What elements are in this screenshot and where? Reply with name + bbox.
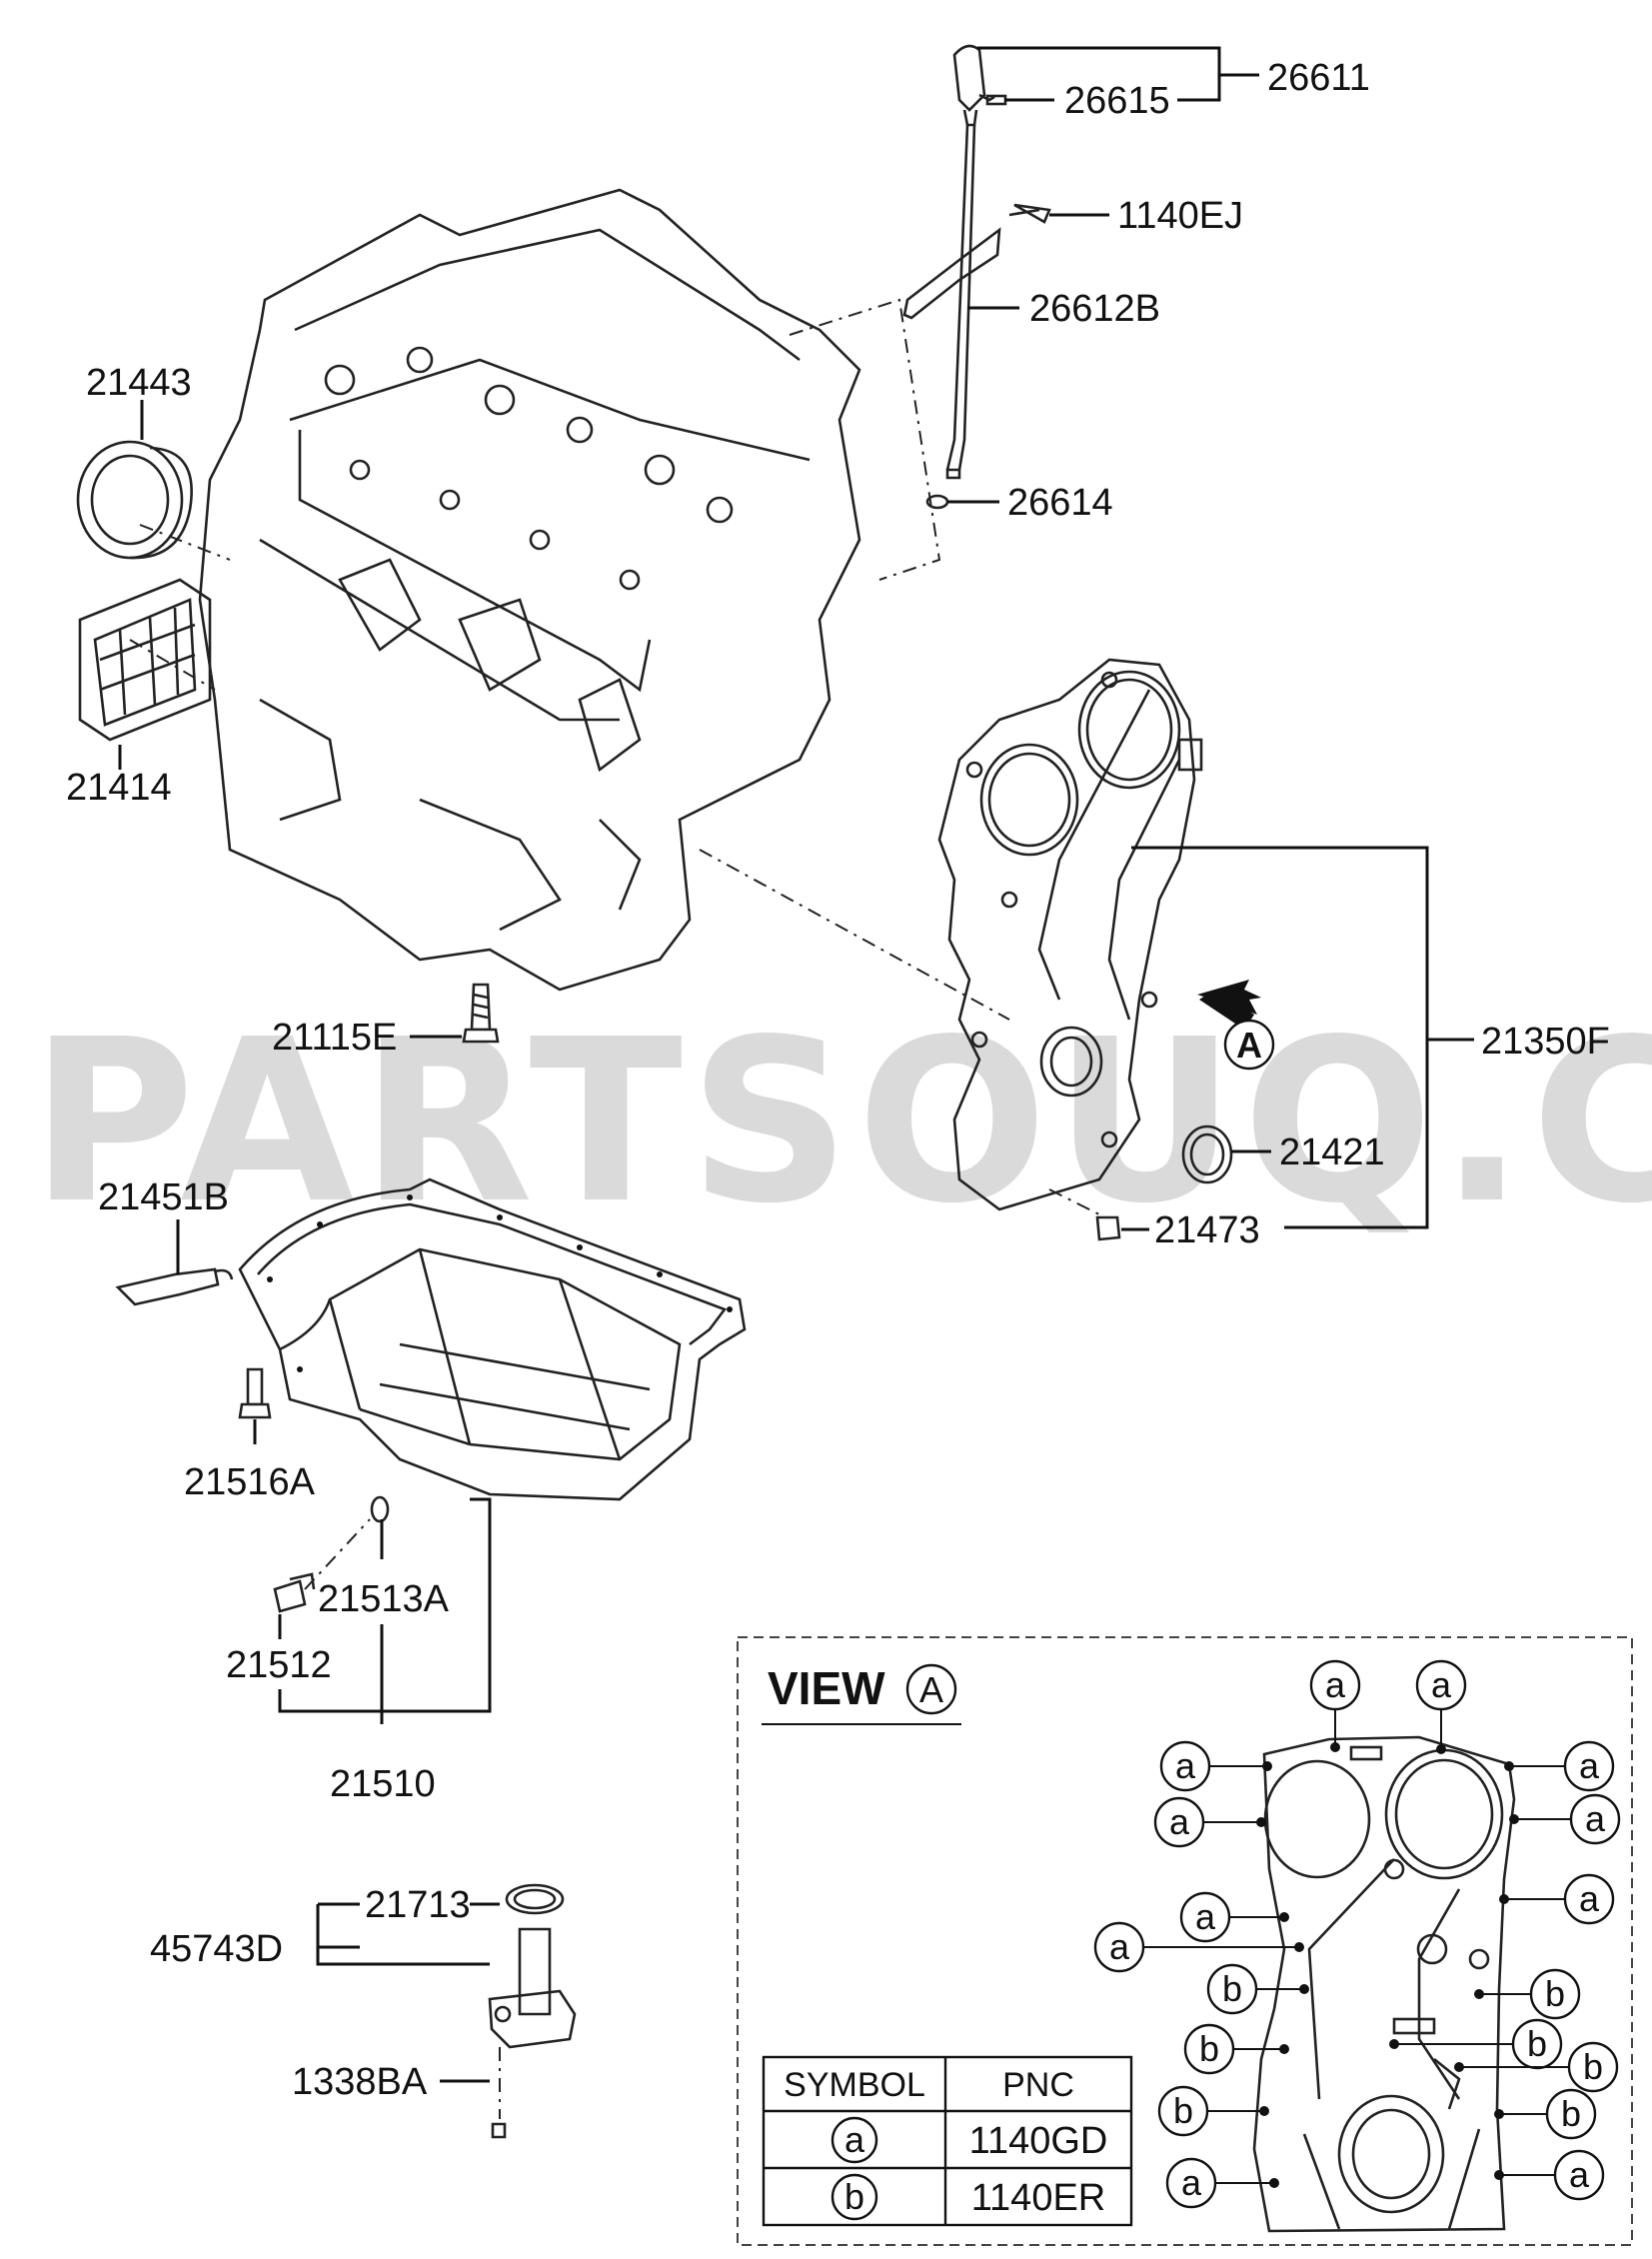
oil-level-gauge — [902, 44, 1051, 510]
callout-a-letter: A — [1236, 1025, 1262, 1066]
label-21516a: 21516A — [184, 1461, 316, 1503]
sym-b-2: b — [1545, 1973, 1565, 2014]
label-21414: 21414 — [66, 767, 172, 809]
watermark: PARTSOUQ.COM — [30, 992, 1652, 1253]
table-row1-pnc: 1140GD — [969, 2120, 1108, 2162]
label-21512: 21512 — [226, 1644, 332, 1686]
sym-a-4: a — [1579, 1745, 1600, 1786]
label-26614: 26614 — [1007, 482, 1113, 524]
timing-chain-cover — [937, 658, 1203, 1211]
table-row1-symbol: a — [844, 2119, 865, 2160]
bolt-21473 — [1095, 1215, 1121, 1241]
bolt-21516a — [238, 1367, 272, 1419]
sym-a-3: a — [1175, 1745, 1196, 1786]
table-header-symbol: SYMBOL — [784, 2066, 925, 2104]
oil-pan — [238, 1177, 747, 1501]
table-row2-pnc: 1140ER — [971, 2177, 1106, 2219]
label-21443: 21443 — [86, 362, 192, 404]
sym-a-1: a — [1325, 1664, 1346, 1705]
sym-b-5: b — [1583, 2046, 1603, 2087]
view-a-callouts: a a a a a a a a a a a b b b b b b b — [1093, 1659, 1621, 2209]
front-oil-seal — [1181, 1125, 1233, 1184]
label-21713: 21713 — [365, 1884, 471, 1926]
label-26611: 26611 — [1267, 57, 1370, 99]
symbol-table: SYMBOL PNC a 1140GD b 1140ER — [762, 2055, 1133, 2227]
view-a-panel: VIEW A a a a a a a — [737, 1636, 1633, 2246]
label-21513a: 21513A — [318, 1578, 450, 1620]
oil-level-sensor — [488, 1883, 577, 2139]
sym-a-11: a — [1569, 2154, 1590, 2195]
sym-b-1: b — [1222, 1968, 1242, 2009]
sym-a-8: a — [1579, 1878, 1600, 1919]
table-row2-symbol: b — [844, 2176, 864, 2217]
sym-a-5: a — [1169, 1801, 1190, 1842]
label-21350f: 21350F — [1481, 1021, 1610, 1063]
sym-a-10: a — [1181, 2162, 1202, 2203]
table-header-pnc: PNC — [1002, 2066, 1074, 2104]
sym-b-4: b — [1527, 2023, 1547, 2064]
label-1140ej: 1140EJ — [1117, 195, 1243, 237]
sym-a-7: a — [1195, 1896, 1216, 1937]
view-a-cover-outline — [1252, 1735, 1516, 2233]
label-21510: 21510 — [330, 1763, 436, 1805]
view-letter: A — [919, 1669, 943, 1710]
view-title: VIEW — [768, 1662, 885, 1714]
sym-a-2: a — [1431, 1664, 1452, 1705]
label-21451b: 21451B — [98, 1176, 229, 1218]
label-26615: 26615 — [1064, 80, 1170, 122]
drain-plug — [273, 1495, 390, 1613]
sym-b-6: b — [1173, 2090, 1193, 2131]
label-21473: 21473 — [1154, 1209, 1260, 1251]
sym-a-9: a — [1109, 1926, 1130, 1967]
rear-oil-seal — [76, 440, 193, 560]
label-26612b: 26612B — [1029, 288, 1160, 330]
sym-a-6: a — [1585, 1798, 1606, 1839]
label-1338ba: 1338BA — [292, 2061, 428, 2103]
sym-b-7: b — [1561, 2093, 1581, 2134]
bolt-21115e — [462, 983, 500, 1044]
sym-b-3: b — [1199, 2028, 1219, 2069]
view-a-arrow: A — [1197, 980, 1275, 1071]
sealant-tube — [115, 1267, 234, 1306]
label-21115e: 21115E — [272, 1017, 397, 1059]
label-45743d: 45743D — [150, 1928, 283, 1970]
engine-block — [198, 188, 861, 992]
label-21421: 21421 — [1279, 1131, 1385, 1173]
ladder-frame-cover — [78, 578, 212, 742]
